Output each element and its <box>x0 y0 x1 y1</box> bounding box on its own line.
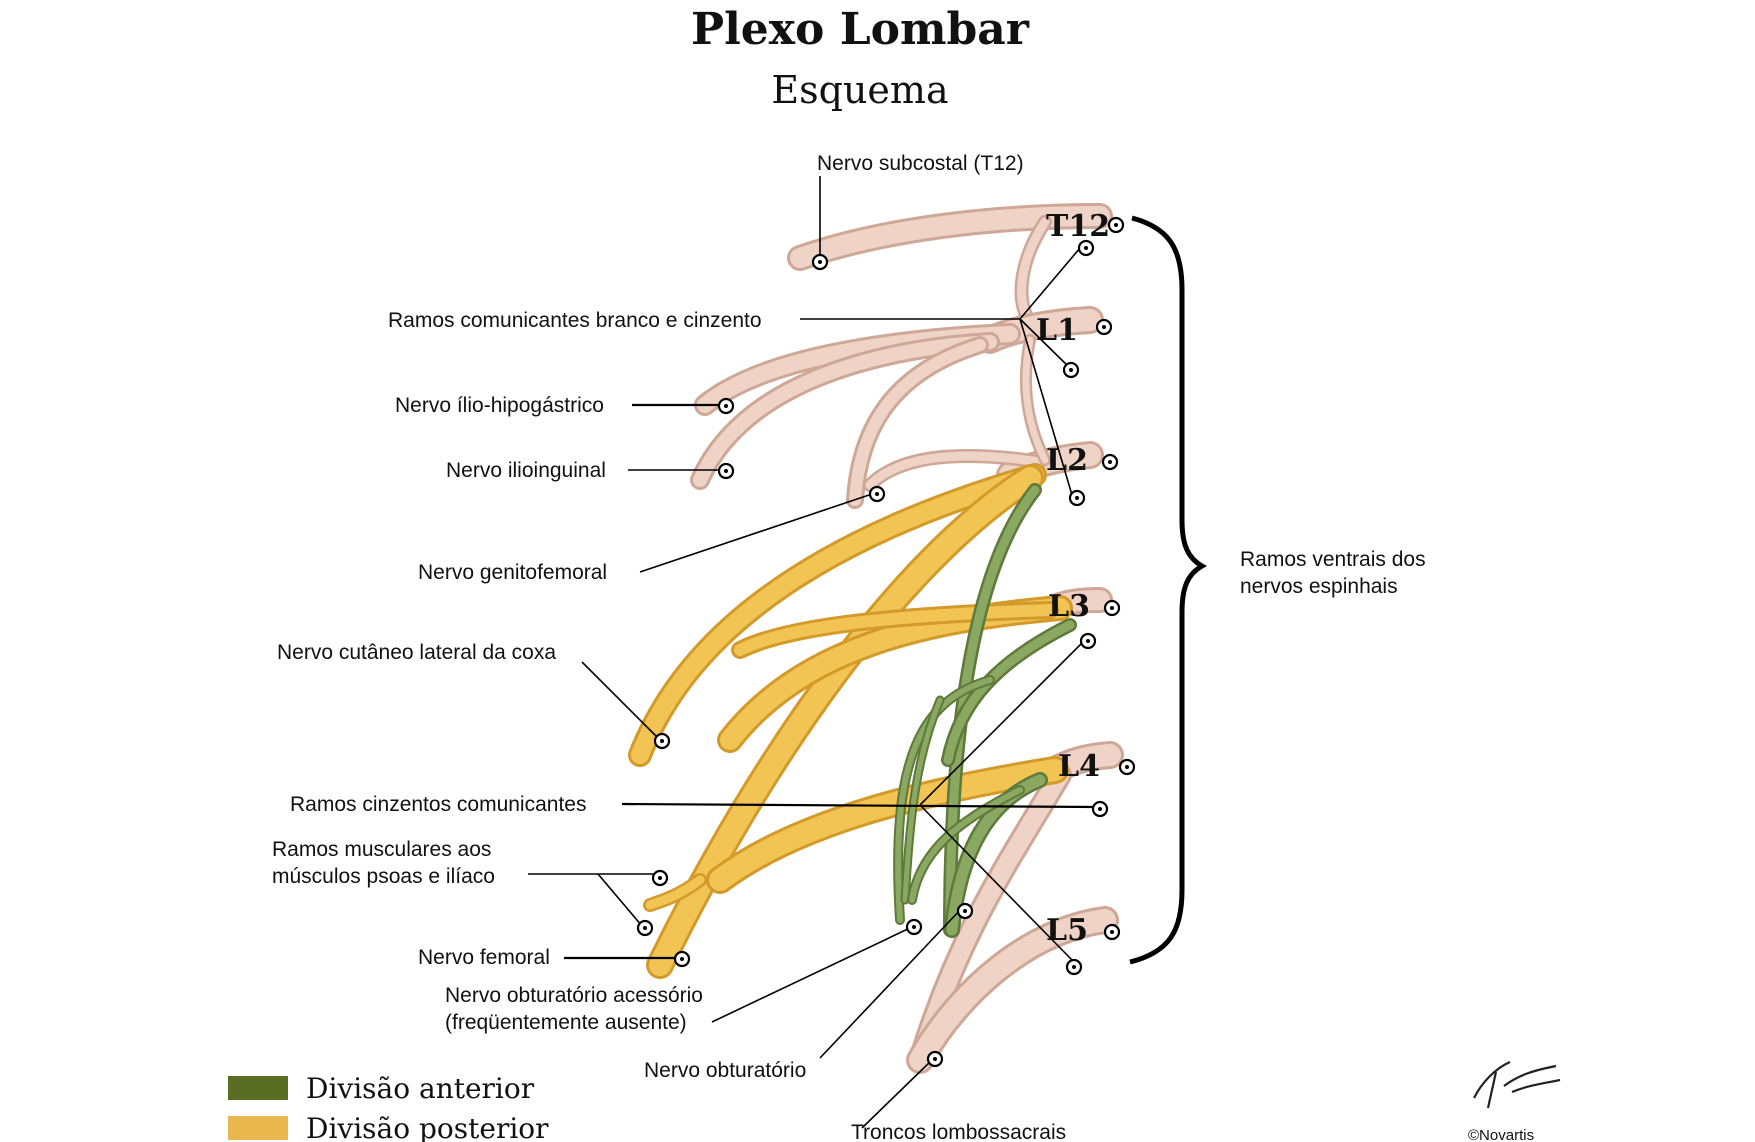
legend-swatch-posterior <box>228 1116 288 1140</box>
dot-l4 <box>1118 758 1136 776</box>
dot-ilioinguinal <box>717 462 735 480</box>
dot-l2-rami <box>1068 489 1086 507</box>
page-subtitle: Esquema <box>771 68 948 112</box>
label-obturator: Nervo obturatório <box>644 1059 806 1082</box>
posterior-division-nerves <box>628 463 1073 979</box>
label-muscular-line1: Ramos musculares aos <box>272 838 491 861</box>
label-rami-communicantes: Ramos comunicantes branco e cinzento <box>388 309 762 332</box>
label-muscular-line2: músculos psoas e ilíaco <box>272 865 495 888</box>
label-iliohypogastric: Nervo ílio-hipogástrico <box>395 394 604 417</box>
label-accessory-obturator-line1: Nervo obturatório acessório <box>445 984 703 1007</box>
segment-t12: T12 <box>1046 209 1110 244</box>
netter-signature-logo: ©Novartis <box>1468 1060 1561 1142</box>
label-ventral-rami-line1: Ramos ventrais dos <box>1240 548 1426 571</box>
dot-l5-rami <box>1065 958 1083 976</box>
label-gray-rami: Ramos cinzentos comunicantes <box>290 793 586 816</box>
label-femoral: Nervo femoral <box>418 946 550 969</box>
dot-muscular-1 <box>651 869 669 887</box>
label-ilioinguinal: Nervo ilioinguinal <box>446 459 606 482</box>
dot-accessory-obturator <box>905 918 923 936</box>
label-accessory-obturator-line2: (freqüentemente ausente) <box>445 1011 687 1034</box>
leader-lines <box>528 176 1097 1129</box>
dot-genitofemoral <box>868 485 886 503</box>
segment-l2: L2 <box>1046 443 1088 478</box>
anterior-division-nerves <box>893 483 1077 938</box>
segment-l4: L4 <box>1058 749 1100 784</box>
dot-lumbosacral <box>926 1050 944 1068</box>
nerve-labels: Nervo subcostal (T12) Ramos comunicantes… <box>272 152 1426 1142</box>
dot-l1 <box>1095 318 1113 336</box>
dot-muscular-2 <box>636 919 654 937</box>
dot-l2 <box>1101 453 1119 471</box>
dot-l1-rami <box>1062 361 1080 379</box>
signature-text: ©Novartis <box>1468 1127 1534 1142</box>
dot-t12-rami <box>1077 239 1095 257</box>
label-lumbosacral: Troncos lombossacrais <box>851 1121 1066 1142</box>
dot-obturator <box>956 902 974 920</box>
dot-femoral <box>673 950 691 968</box>
dot-t12 <box>1107 216 1125 234</box>
legend-swatch-anterior <box>228 1076 288 1100</box>
dot-l5 <box>1103 923 1121 941</box>
pointer-dots <box>636 216 1136 1068</box>
dot-l3 <box>1103 599 1121 617</box>
legend: Divisão anterior Divisão posterior <box>228 1072 549 1142</box>
page-title: Plexo Lombar <box>691 4 1030 55</box>
label-genitofemoral: Nervo genitofemoral <box>418 561 607 584</box>
dot-l4-rami <box>1091 800 1109 818</box>
label-lateral-cutaneous: Nervo cutâneo lateral da coxa <box>277 641 556 664</box>
label-ventral-rami-line2: nervos espinhais <box>1240 575 1398 598</box>
label-subcostal: Nervo subcostal (T12) <box>817 152 1024 175</box>
dot-subcostal <box>811 253 829 271</box>
segment-l3: L3 <box>1048 589 1090 624</box>
segment-labels: T12 L1 L2 L3 L4 L5 <box>1036 209 1110 948</box>
dot-lateral-cutaneous <box>653 732 671 750</box>
ventral-rami-brace <box>1129 215 1208 965</box>
segment-l1: L1 <box>1036 313 1078 348</box>
segment-l5: L5 <box>1046 913 1088 948</box>
legend-label-anterior: Divisão anterior <box>306 1072 535 1105</box>
dot-iliohypogastric <box>717 397 735 415</box>
dot-l3-rami <box>1079 632 1097 650</box>
legend-label-posterior: Divisão posterior <box>306 1112 549 1142</box>
